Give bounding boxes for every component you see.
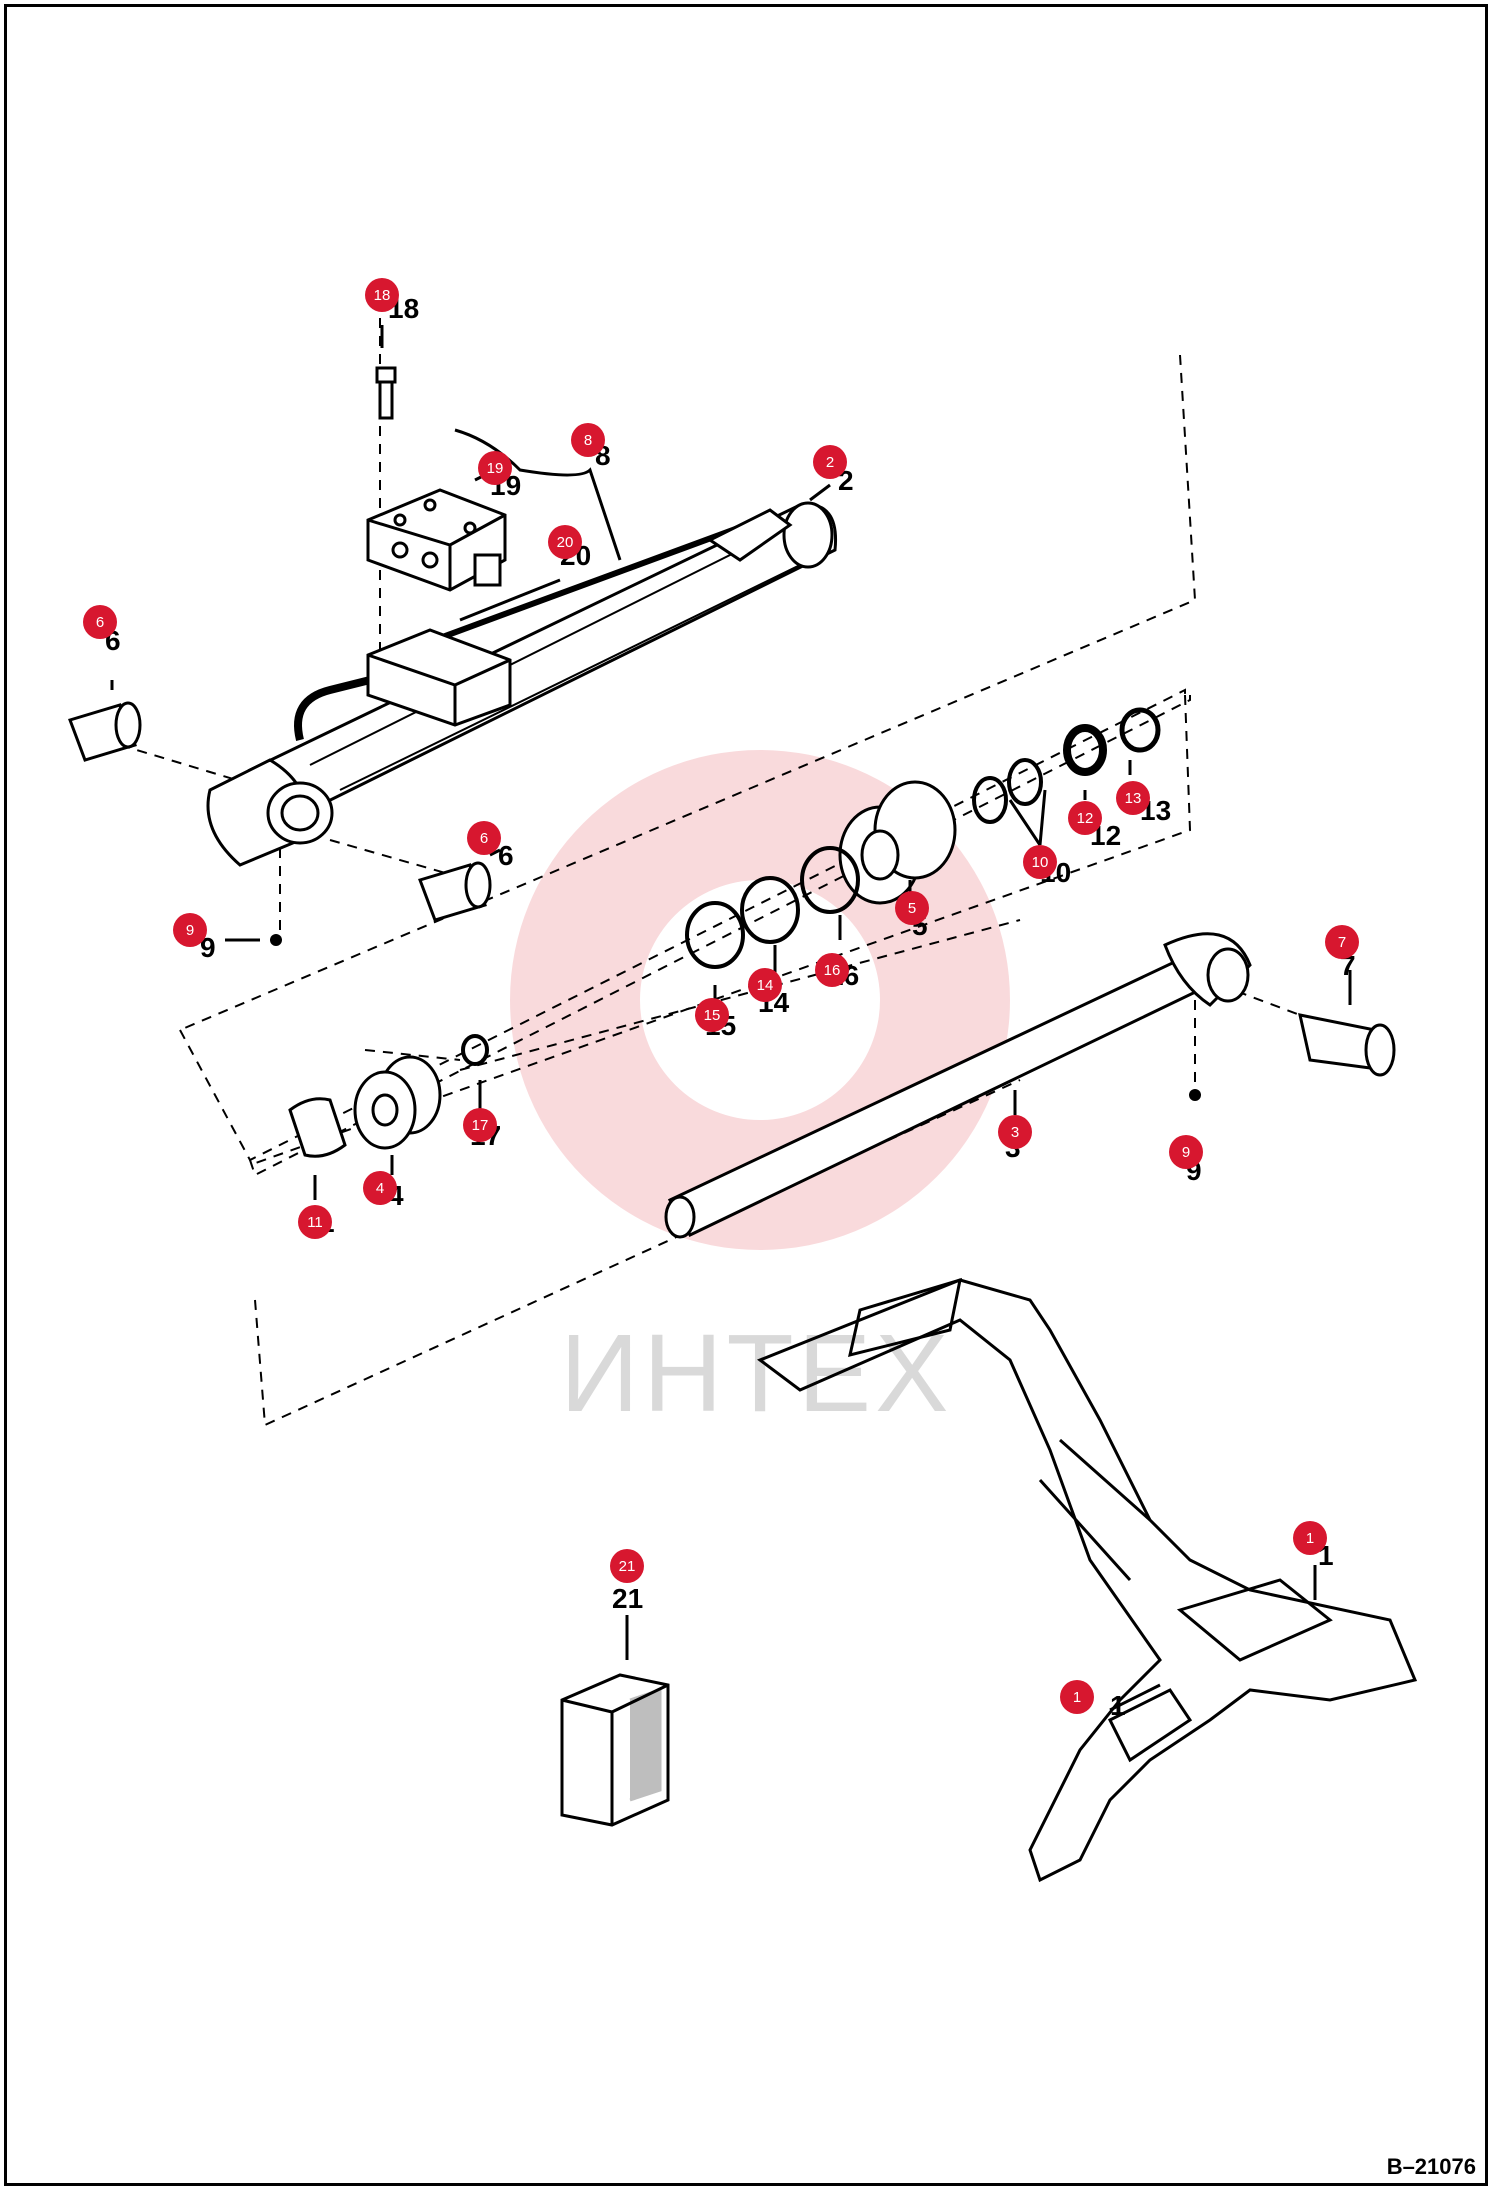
- bolt: [375, 366, 397, 420]
- callout-label: 10: [1032, 854, 1049, 871]
- callout-marker[interactable]: 4: [363, 1171, 397, 1205]
- callout-marker[interactable]: 20: [548, 525, 582, 559]
- callout-marker[interactable]: 19: [478, 451, 512, 485]
- callout-label: 8: [584, 432, 592, 449]
- callout-marker[interactable]: 17: [463, 1108, 497, 1142]
- callout-marker[interactable]: 5: [895, 891, 929, 925]
- callout-marker[interactable]: 1: [1060, 1680, 1094, 1714]
- callout-marker[interactable]: 2: [813, 445, 847, 479]
- bushing: [68, 701, 142, 762]
- callout-label: 20: [557, 534, 574, 551]
- callout-label: 13: [1125, 790, 1142, 807]
- callout-label: 9: [1182, 1144, 1190, 1161]
- callout-marker[interactable]: 21: [610, 1549, 644, 1583]
- callout-marker[interactable]: 16: [815, 953, 849, 987]
- callout-label: 1: [1073, 1689, 1081, 1706]
- callout-label: 6: [480, 830, 488, 847]
- callout-label: 5: [908, 900, 916, 917]
- seal-rings: [461, 707, 1161, 1066]
- callout-marker[interactable]: 6: [83, 605, 117, 639]
- bushing: [1298, 1013, 1396, 1077]
- callout-marker[interactable]: 8: [571, 423, 605, 457]
- callout-label: 9: [186, 922, 194, 939]
- callout-label: 18: [374, 287, 391, 304]
- piston: [838, 780, 957, 905]
- callout-label: 21: [619, 1558, 636, 1575]
- piston-rod: [664, 932, 1252, 1239]
- assembly-envelope-lines: [119, 300, 1301, 1427]
- part-number: 1: [1110, 1690, 1126, 1721]
- part-number: 21: [612, 1583, 643, 1614]
- callout-marker[interactable]: 9: [173, 913, 207, 947]
- callout-marker[interactable]: 3: [998, 1115, 1032, 1149]
- seal-kit-bracket: [454, 428, 622, 561]
- callout-marker[interactable]: 12: [1068, 801, 1102, 835]
- callout-label: 16: [824, 962, 841, 979]
- callout-label: 1: [1306, 1530, 1314, 1547]
- bushing: [418, 861, 492, 922]
- gland: [353, 1055, 442, 1150]
- part-number: 6: [498, 840, 514, 871]
- mounting-block: [366, 628, 512, 727]
- callout-label: 15: [704, 1007, 721, 1024]
- callout-marker[interactable]: 1: [1293, 1521, 1327, 1555]
- watermark-text: ИНТЕХ: [560, 1312, 953, 1435]
- seal-kit-box: [560, 1673, 670, 1827]
- valve-block: [366, 488, 507, 592]
- cylinder-barrel: [206, 501, 838, 867]
- callout-label: 4: [376, 1180, 384, 1197]
- callout-label: 19: [487, 460, 504, 477]
- wiper-seal: [288, 1097, 347, 1158]
- callout-label: 6: [96, 614, 104, 631]
- drawing-frame: [4, 4, 1488, 2186]
- callout-marker[interactable]: 13: [1116, 781, 1150, 815]
- drawing-number: B–21076: [1386, 2154, 1476, 2179]
- excavator-boom-outline: [756, 1277, 1418, 1883]
- leader-lines: [110, 325, 1352, 1712]
- callout-label: 12: [1077, 810, 1094, 827]
- callout-label: 2: [826, 454, 834, 471]
- callout-label: 17: [472, 1117, 489, 1134]
- callout-label: 3: [1011, 1124, 1019, 1141]
- callout-label: 7: [1338, 934, 1346, 951]
- callout-marker[interactable]: 6: [467, 821, 501, 855]
- callout-marker[interactable]: 10: [1023, 845, 1057, 879]
- callout-marker[interactable]: 18: [365, 278, 399, 312]
- callout-marker[interactable]: 11: [298, 1205, 332, 1239]
- callout-marker[interactable]: 15: [695, 998, 729, 1032]
- callout-label: 11: [307, 1214, 323, 1231]
- grease-fitting: [270, 934, 1201, 1101]
- callout-marker[interactable]: 14: [748, 968, 782, 1002]
- callout-marker[interactable]: 7: [1325, 925, 1359, 959]
- callout-marker[interactable]: 9: [1169, 1135, 1203, 1169]
- callout-label: 14: [757, 977, 774, 994]
- callout-bubbles: 18 8 19 2 20 6: [83, 278, 1359, 1714]
